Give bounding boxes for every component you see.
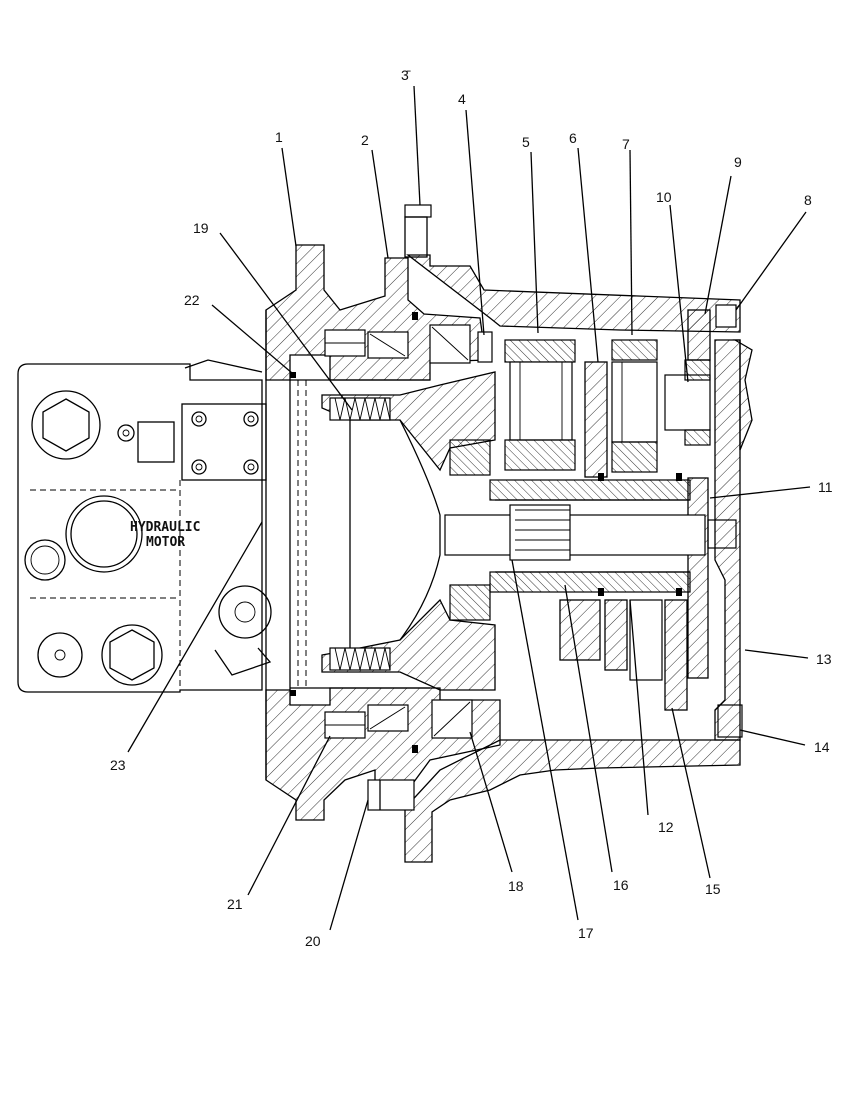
- callout-12: 12: [658, 819, 674, 835]
- callout-18: 18: [508, 878, 524, 894]
- callout-20: 20: [305, 933, 321, 949]
- callout-16: 16: [613, 877, 629, 893]
- callout-22: 22: [184, 292, 200, 308]
- callout-9: 9: [734, 154, 742, 170]
- housing-label-motor: MOTOR: [146, 535, 185, 550]
- leader-lines: [127, 85, 811, 931]
- callout-labels: 1 2 3̄ 4 5 6 7 8 9 10 11 12 13 14 15 16 …: [110, 67, 833, 949]
- callout-1: 1: [275, 129, 283, 145]
- hydraulic-motor-housing: HYDRAULIC MOTOR: [17, 359, 272, 693]
- callout-11: 11: [818, 479, 833, 495]
- callout-14: 14: [814, 739, 830, 755]
- callout-2: 2: [361, 132, 369, 148]
- callout-5: 5: [522, 134, 530, 150]
- callout-21: 21: [227, 896, 243, 912]
- callout-17: 17: [578, 925, 594, 941]
- callout-23: 23: [110, 757, 126, 773]
- callout-4: 4: [458, 91, 466, 107]
- callout-19: 19: [193, 220, 209, 236]
- callout-6: 6: [569, 130, 577, 146]
- callout-7: 7: [622, 136, 630, 152]
- housing-label-hydraulic: HYDRAULIC: [130, 520, 200, 535]
- callout-10: 10: [656, 189, 672, 205]
- callout-15: 15: [705, 881, 721, 897]
- callout-8: 8: [804, 192, 812, 208]
- callout-13: 13: [816, 651, 832, 667]
- planetary-gears: [290, 309, 753, 753]
- callout-3: 3̄: [401, 67, 411, 83]
